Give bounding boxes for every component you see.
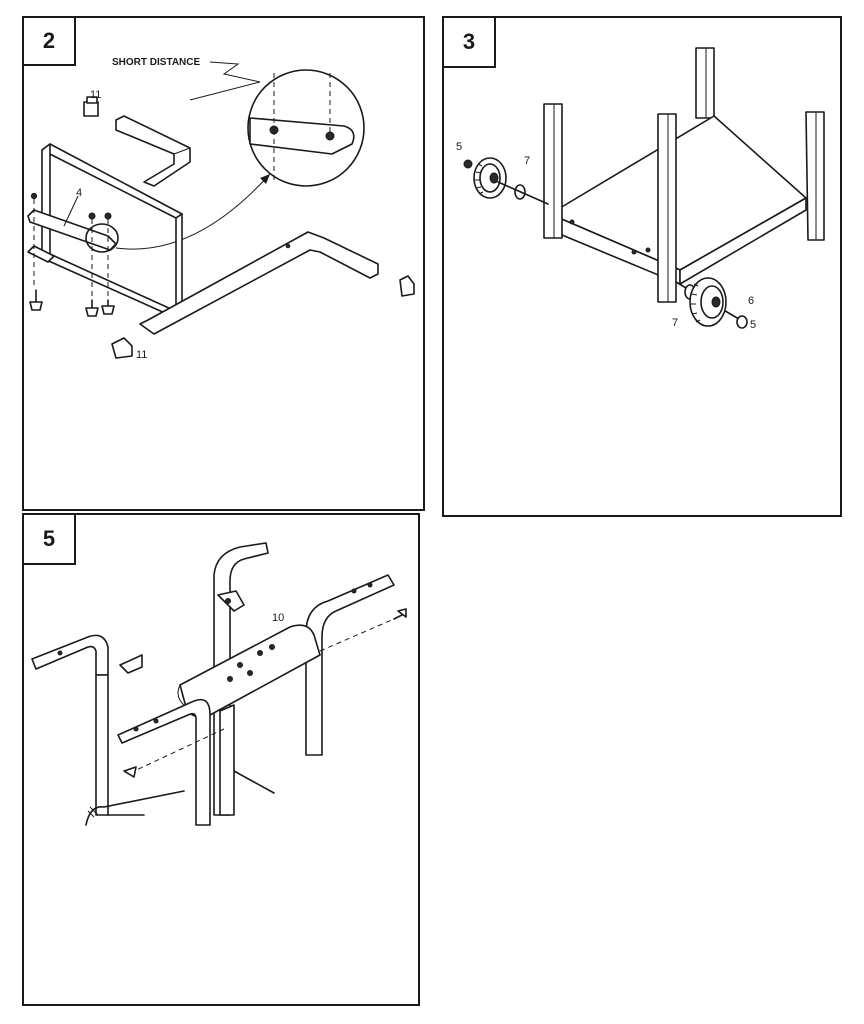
part-label-cap-bottom: 11 — [136, 349, 147, 361]
step-5-diagram: 10 — [31, 542, 407, 826]
part-label-bracket: 4 — [76, 187, 82, 199]
part-label-nut-left: 5 — [456, 141, 462, 153]
front-rail — [117, 698, 211, 826]
top-rail — [115, 115, 191, 187]
bottom-rail — [139, 231, 379, 335]
panel-step-2: 2 SHORT DISTANCE 11 — [22, 16, 425, 511]
cart-leg — [657, 113, 677, 303]
axle — [497, 181, 549, 205]
panel-step-3: 3 5 7 — [442, 16, 842, 517]
part-label-cap-top: 11 — [90, 89, 101, 101]
cart-leg — [805, 111, 825, 241]
detail-magnifier — [247, 69, 365, 187]
panel-step-5: 5 10 — [22, 513, 420, 1006]
step-number-badge: 5 — [24, 515, 76, 565]
left-top-rail — [31, 634, 109, 676]
part-label-brace: 10 — [272, 612, 284, 624]
wheel-icon — [689, 277, 727, 327]
step-2-diagram: SHORT DISTANCE 11 — [27, 57, 415, 361]
screw-icon — [29, 289, 43, 311]
part-label-axle-left: 7 — [524, 155, 530, 167]
part-label-nut-right: 5 — [750, 319, 756, 331]
wheel-icon — [473, 157, 507, 199]
cart-shelf — [549, 115, 807, 271]
step-number-badge: 2 — [24, 18, 76, 66]
screw-icon — [101, 299, 115, 315]
cart-leg — [695, 47, 715, 119]
nut-icon — [736, 315, 748, 329]
end-cap-icon — [111, 337, 133, 359]
end-cap-icon — [399, 275, 415, 297]
magnifier-connector — [115, 173, 271, 250]
part-label-axle-right: 7 — [672, 317, 678, 329]
part-label-washer: 6 — [748, 295, 754, 307]
screw-icon — [393, 614, 403, 620]
end-cap-icon — [83, 96, 99, 117]
cart-leg — [543, 103, 563, 239]
nut-icon — [463, 159, 473, 169]
short-distance-label: SHORT DISTANCE — [112, 57, 200, 68]
screw-icon — [85, 299, 99, 317]
detail-ring — [85, 223, 119, 253]
right-upright — [305, 574, 395, 756]
grill-body — [85, 790, 185, 826]
callout-leader — [209, 61, 261, 83]
screw-icon — [123, 766, 137, 778]
left-upright — [95, 674, 109, 816]
step-3-diagram: 5 7 6 7 5 — [456, 47, 825, 331]
step-number-badge: 3 — [444, 18, 496, 68]
